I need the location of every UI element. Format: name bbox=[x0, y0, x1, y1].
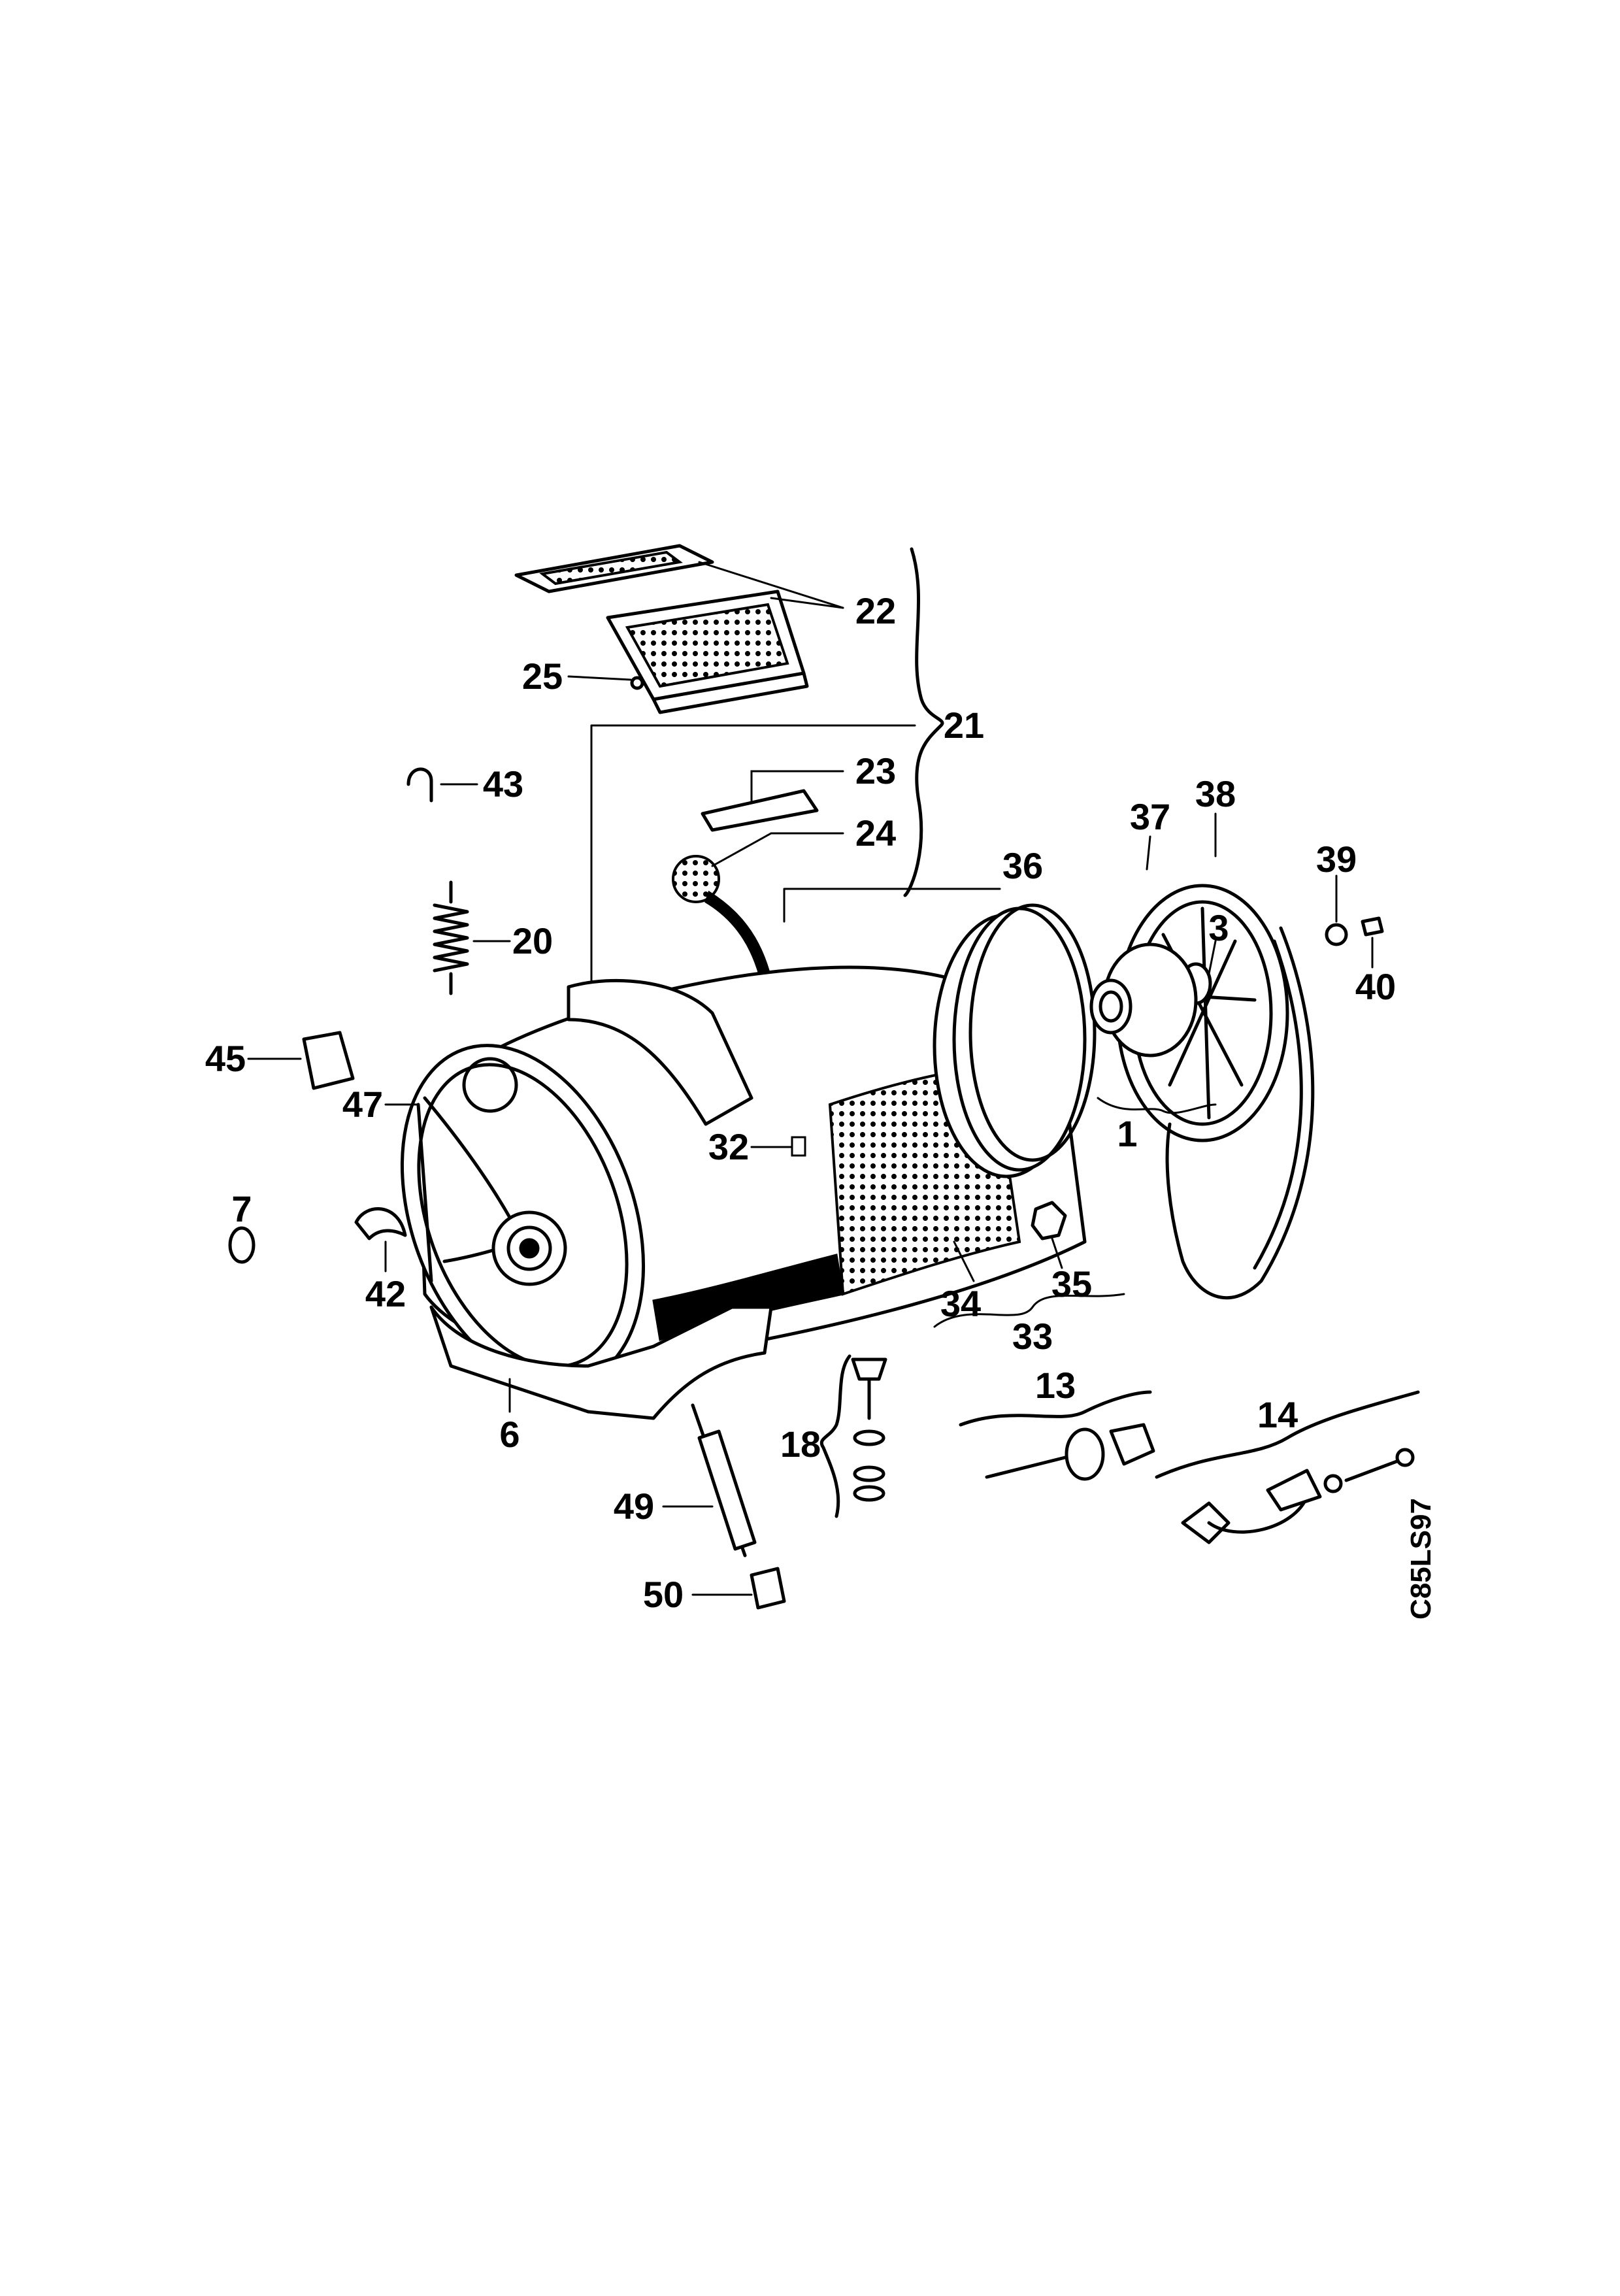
callout-21: 21 bbox=[943, 705, 985, 746]
brace-33 bbox=[933, 1293, 1125, 1328]
callout-42: 42 bbox=[365, 1273, 406, 1314]
gasket-47 bbox=[416, 1103, 433, 1283]
screw-40 bbox=[1361, 916, 1384, 937]
filter-panel-lower bbox=[606, 590, 809, 714]
filter-disc-24 bbox=[672, 855, 720, 903]
callout-7: 7 bbox=[231, 1188, 252, 1229]
drawing-code: C85LS97 bbox=[1405, 1498, 1437, 1620]
callout-45: 45 bbox=[205, 1038, 246, 1079]
callout-43: 43 bbox=[482, 763, 524, 805]
callout-20: 20 bbox=[512, 920, 554, 961]
foot-18 bbox=[851, 1357, 887, 1502]
nut-35 bbox=[1031, 1201, 1067, 1240]
leader-22-b bbox=[770, 597, 844, 609]
callout-36: 36 bbox=[1002, 845, 1044, 886]
callout-3: 3 bbox=[1208, 907, 1229, 948]
filter-panel-upper bbox=[514, 544, 714, 593]
callout-33: 33 bbox=[1012, 1316, 1053, 1357]
leader-3 bbox=[1208, 940, 1217, 975]
leader-25 bbox=[567, 675, 632, 681]
bolt-set-14 bbox=[1181, 1448, 1415, 1544]
drive-flange-3 bbox=[1089, 942, 1198, 1057]
callout-35: 35 bbox=[1051, 1263, 1093, 1305]
leader-21 bbox=[590, 724, 916, 1008]
leader-36 bbox=[783, 888, 1001, 923]
callout-47: 47 bbox=[342, 1084, 384, 1125]
brace-13 bbox=[959, 1390, 1152, 1427]
callout-23: 23 bbox=[855, 750, 897, 791]
callout-38: 38 bbox=[1195, 773, 1236, 814]
bolt-set-13 bbox=[985, 1423, 1155, 1481]
callout-6: 6 bbox=[499, 1414, 520, 1455]
washer-39 bbox=[1325, 923, 1348, 946]
leader-23 bbox=[750, 770, 844, 802]
callout-50: 50 bbox=[642, 1574, 684, 1615]
leader-22-a bbox=[698, 561, 844, 609]
callout-34: 34 bbox=[940, 1283, 982, 1324]
clip-25 bbox=[630, 676, 644, 690]
callout-22: 22 bbox=[855, 590, 897, 631]
leader-24 bbox=[711, 832, 844, 867]
marker-32 bbox=[791, 1136, 806, 1157]
shock-absorber-49 bbox=[691, 1403, 757, 1557]
brace-14 bbox=[1155, 1390, 1420, 1479]
brace-1 bbox=[1097, 1097, 1217, 1114]
handle-42 bbox=[354, 1207, 407, 1240]
callout-18: 18 bbox=[780, 1423, 821, 1465]
hook-43 bbox=[406, 767, 433, 803]
callout-14: 14 bbox=[1257, 1394, 1298, 1435]
callout-24: 24 bbox=[855, 812, 897, 854]
ring-7 bbox=[228, 1226, 256, 1264]
leader-35 bbox=[1051, 1237, 1063, 1269]
callout-39: 39 bbox=[1315, 839, 1357, 880]
lifter-23 bbox=[701, 789, 819, 832]
leader-34 bbox=[953, 1240, 975, 1282]
weight-block-45 bbox=[302, 1031, 355, 1090]
callout-37: 37 bbox=[1129, 796, 1171, 837]
callout-25: 25 bbox=[521, 656, 563, 697]
tub-assembly bbox=[400, 903, 1097, 1420]
spring-20 bbox=[433, 880, 469, 995]
callout-40: 40 bbox=[1355, 966, 1397, 1007]
callout-13: 13 bbox=[1034, 1365, 1076, 1406]
callout-32: 32 bbox=[708, 1126, 750, 1167]
callout-49: 49 bbox=[613, 1486, 655, 1527]
brace-21 bbox=[903, 547, 944, 897]
brace-18 bbox=[820, 1354, 851, 1518]
bracket-50 bbox=[750, 1567, 786, 1610]
leader-37 bbox=[1146, 835, 1151, 871]
callout-1: 1 bbox=[1117, 1113, 1138, 1154]
